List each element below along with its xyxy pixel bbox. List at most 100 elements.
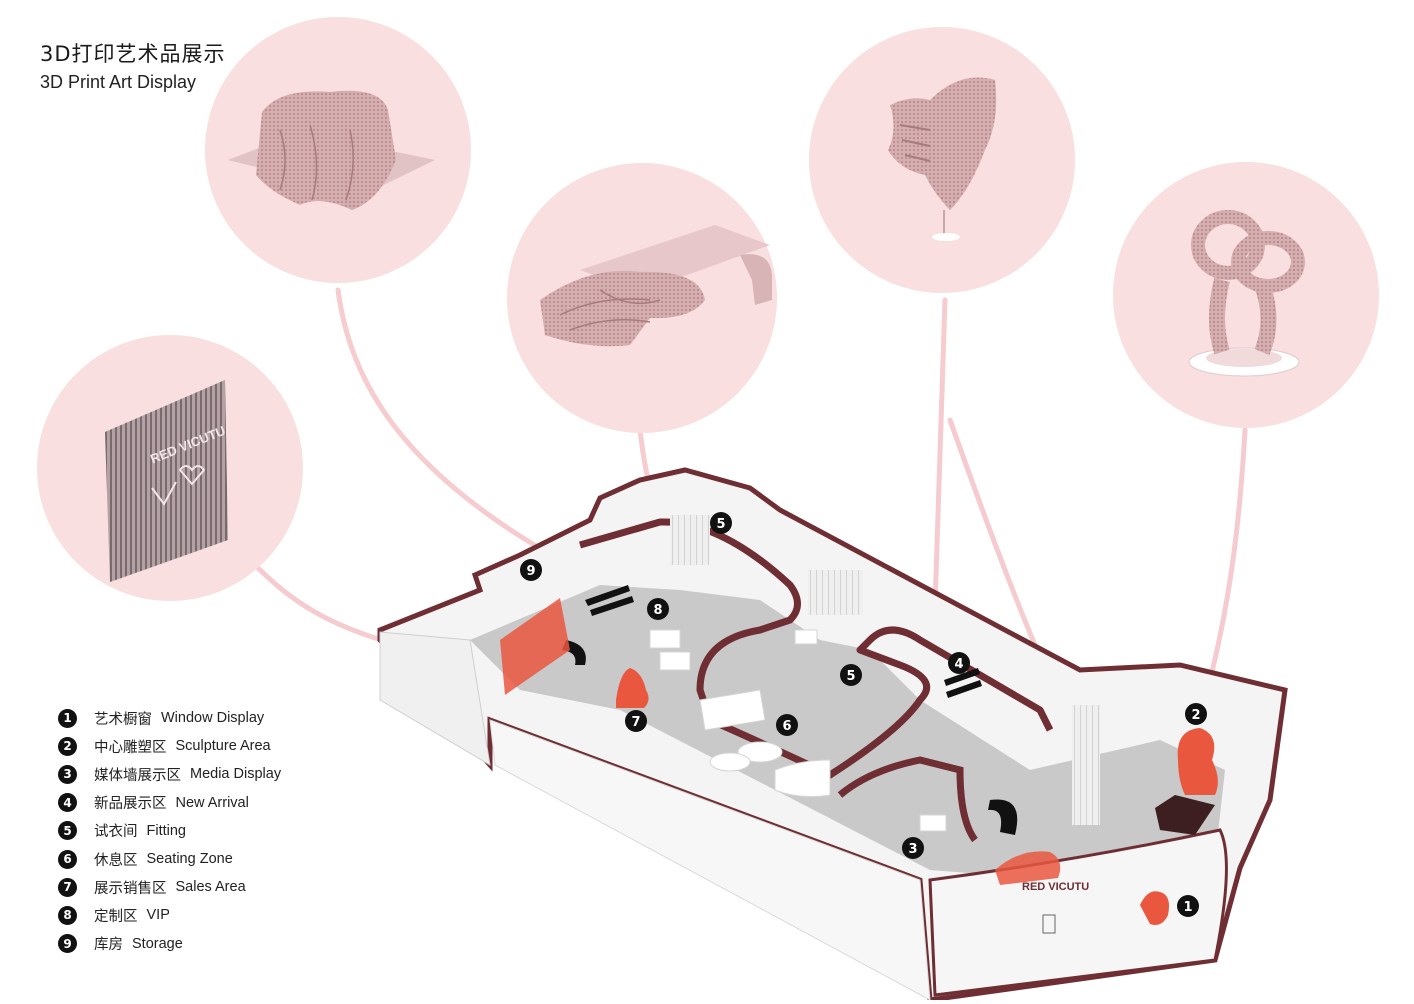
legend-number: 1 (58, 708, 77, 728)
marker-8: 8 (647, 598, 669, 620)
art-bubbles: RED VICUTU (37, 17, 1379, 601)
shell-sculpture (888, 77, 997, 210)
legend-item: 4 新品展示区 New Arrival (58, 789, 281, 817)
partition-stripes-1 (808, 570, 863, 615)
seat-1 (737, 741, 783, 763)
floor-plan: RED VICUTU (377, 467, 1288, 1003)
art-piece-front (995, 851, 1061, 885)
art-piece-window (1140, 891, 1169, 925)
marker-label: 4 (954, 657, 963, 672)
seat-2 (709, 752, 751, 772)
title-block: 3D打印艺术品展示 3D Print Art Display (40, 38, 226, 93)
legend-number: 9 (58, 934, 77, 954)
legend-label-zh: 试衣间 (94, 824, 138, 841)
legend-item: 9 库房 Storage (58, 930, 281, 958)
legend-number: 8 (58, 905, 77, 925)
sales-counter (774, 759, 831, 798)
legend-label-zh: 休息区 (94, 852, 138, 869)
marker-label: 9 (526, 564, 535, 579)
sculpture-pedestal (1155, 795, 1215, 835)
marker-label: 8 (653, 603, 662, 618)
art-piece-media-wall (500, 598, 570, 695)
marker-label: 5 (716, 517, 725, 532)
bubble-circle (1113, 162, 1379, 428)
legend-label-en: VIP (146, 907, 170, 924)
legend-number: 5 (58, 821, 77, 841)
storefront-logo: RED VICUTU (1022, 881, 1089, 893)
legend-item: 6 休息区 Seating Zone (58, 845, 281, 873)
shelf-black-2 (590, 596, 634, 616)
curtain-artwork (105, 380, 228, 582)
legend-label-zh: 展示销售区 (94, 880, 167, 897)
marker-label: 7 (631, 715, 640, 730)
legend-item: 5 试衣间 Fitting (58, 817, 281, 845)
legend-item: 8 定制区 VIP (58, 901, 281, 929)
plan-shelves (562, 585, 1018, 835)
legend-label-en: Storage (132, 935, 183, 952)
shelf-black-4 (946, 680, 982, 698)
art-piece-sculpture (1177, 728, 1218, 795)
plan-center-wall-2 (837, 756, 978, 843)
legend-label-zh: 艺术橱窗 (94, 711, 152, 728)
shelf-black-3 (944, 668, 980, 686)
legend-number: 6 (58, 849, 77, 869)
marker-5b: 5 (710, 512, 732, 534)
shell-base (932, 233, 960, 241)
legend-label-zh: 中心雕塑区 (94, 739, 167, 756)
marker-7: 7 (625, 710, 647, 732)
legend-label-zh: 库房 (94, 937, 123, 954)
curve-black-2 (988, 799, 1018, 835)
curtain-logo-mark (151, 465, 206, 506)
art-piece-sales (616, 668, 649, 708)
marker-label: 2 (1191, 708, 1200, 723)
marker-3: 3 (902, 837, 924, 859)
bubble-bench-cloth (507, 163, 777, 433)
partition-stripes-3 (670, 515, 710, 565)
drape-folds (279, 124, 354, 201)
marker-5a: 5 (840, 664, 862, 686)
marker-2: 2 (1185, 703, 1207, 725)
legend-label-zh: 媒体墙展示区 (94, 767, 181, 784)
legend-item: 3 媒体墙展示区 Media Display (58, 760, 281, 788)
table-3 (794, 629, 818, 645)
marker-9: 9 (520, 559, 542, 581)
connector-sculpture-area (1207, 427, 1248, 683)
bench-cloth-folds (559, 289, 661, 331)
legend-label-en: New Arrival (175, 794, 249, 811)
marker-1: 1 (1177, 895, 1199, 917)
legend-label-en: Media Display (190, 766, 282, 783)
legend-label-zh: 定制区 (94, 908, 138, 925)
bubble-shell-sculpture (809, 27, 1075, 293)
shell-ridges (899, 124, 931, 162)
vip-counter (699, 689, 766, 731)
table-1 (649, 629, 681, 649)
marker-label: 6 (782, 719, 791, 734)
title-chinese: 3D打印艺术品展示 (40, 42, 226, 66)
plan-left-wall-face (379, 631, 491, 766)
legend-number: 4 (58, 793, 77, 813)
draped-cloth (256, 90, 396, 210)
shelf-black-1 (585, 585, 630, 606)
knot-legs (1209, 278, 1277, 356)
marker-label: 5 (846, 669, 855, 684)
legend-label-zh: 新品展示区 (94, 796, 167, 813)
bench-cloth (540, 270, 705, 347)
marker-4: 4 (948, 652, 970, 674)
legend-label-en: Fitting (146, 822, 187, 839)
table-2 (659, 651, 691, 671)
plan-floor (470, 585, 1225, 880)
bench-leg (740, 254, 772, 305)
legend-number: 2 (58, 736, 77, 756)
partition-stripes-2 (1072, 705, 1100, 825)
plan-art-pieces (500, 598, 1218, 925)
legend-label-en: Seating Zone (146, 851, 233, 868)
storefront-door (1042, 914, 1056, 934)
legend-label-en: Sales Area (175, 879, 246, 896)
plan-furniture (649, 629, 947, 832)
legend-number: 3 (58, 764, 77, 784)
